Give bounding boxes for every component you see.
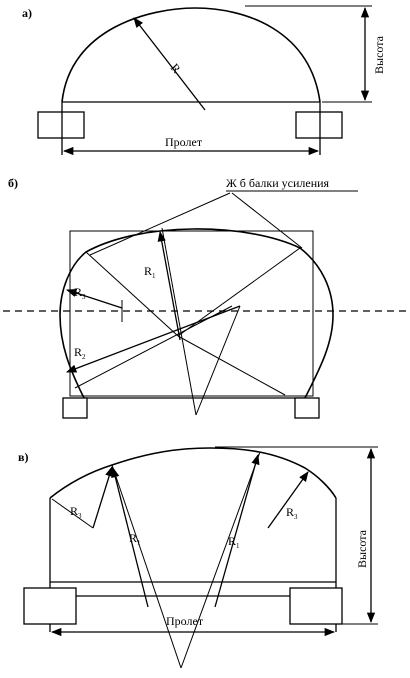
support-right-v — [289, 587, 343, 625]
diagram-a-label: а) — [22, 6, 32, 20]
radius-label-b-r3: R — [74, 285, 82, 299]
support-left-v — [23, 587, 77, 625]
radius-line-v-r3-left — [92, 466, 114, 529]
radius-label-v-r3-right: R — [286, 505, 294, 519]
reinforcement-frame — [69, 230, 314, 397]
span-label-v: Пролет — [166, 614, 204, 628]
arch-curve-a — [61, 7, 321, 103]
construction-line-v2 — [180, 451, 261, 669]
construction-line-b1 — [85, 251, 179, 337]
diagram-b-label: б) — [8, 176, 18, 190]
construction-line-b4 — [195, 305, 241, 416]
radius-label-v-r1-left: R — [129, 531, 137, 545]
radius-line-b-r1 — [157, 230, 181, 341]
radius-line-v-r1-right — [214, 453, 260, 608]
beams-leader-right — [231, 192, 303, 249]
diagram-v-label: в) — [18, 450, 28, 464]
diagram-v: в) R 1 R 1 R 3 R 3 Высота — [18, 446, 378, 669]
construction-line-b6 — [74, 305, 233, 389]
radius-label-v-r3-left: R — [70, 504, 78, 518]
radius-label-b-r1: R — [144, 264, 152, 278]
support-right-b — [294, 397, 320, 419]
support-left-a — [37, 111, 85, 139]
beams-leader-left — [89, 192, 231, 256]
construction-line-b3 — [177, 335, 286, 396]
radius-line-b-r3 — [66, 288, 123, 309]
radius-label-v-r1-right: R — [228, 534, 236, 548]
height-label-a: Высота — [372, 35, 386, 74]
radius-line-v-r3-right — [267, 471, 309, 529]
diagram-a: а) R Высота Пролет — [22, 5, 386, 156]
arch-curve-b — [59, 228, 334, 399]
radius-label-a: R — [168, 61, 184, 76]
radius-label-v-r3-left-sub: 3 — [78, 512, 82, 520]
height-label-v: Высота — [355, 529, 369, 568]
radius-label-b-r2: R — [74, 345, 82, 359]
radius-line-v-r1-left — [111, 466, 149, 608]
construction-line-b5 — [161, 227, 197, 416]
radius-label-v-r1-left-sub: 1 — [137, 539, 141, 547]
support-left-b — [62, 397, 88, 419]
support-right-a — [295, 111, 343, 139]
radius-label-b-r3-sub: 3 — [82, 293, 86, 301]
radius-label-b-r1-sub: 1 — [152, 272, 156, 280]
radius-label-v-r1-right-sub: 1 — [236, 542, 240, 550]
beams-label: Ж б балки усиления — [226, 176, 330, 190]
radius-line-a — [133, 17, 206, 111]
radius-label-b-r2-sub: 2 — [82, 353, 86, 361]
arch-curve-v — [49, 447, 337, 499]
radius-center-v-r3-left — [51, 498, 94, 529]
diagram-b: б) Ж б балки усиления R 1 R 3 — [3, 176, 407, 419]
construction-line-v1 — [111, 464, 182, 669]
span-label-a: Пролет — [165, 135, 203, 149]
radius-label-v-r3-right-sub: 3 — [294, 513, 298, 521]
